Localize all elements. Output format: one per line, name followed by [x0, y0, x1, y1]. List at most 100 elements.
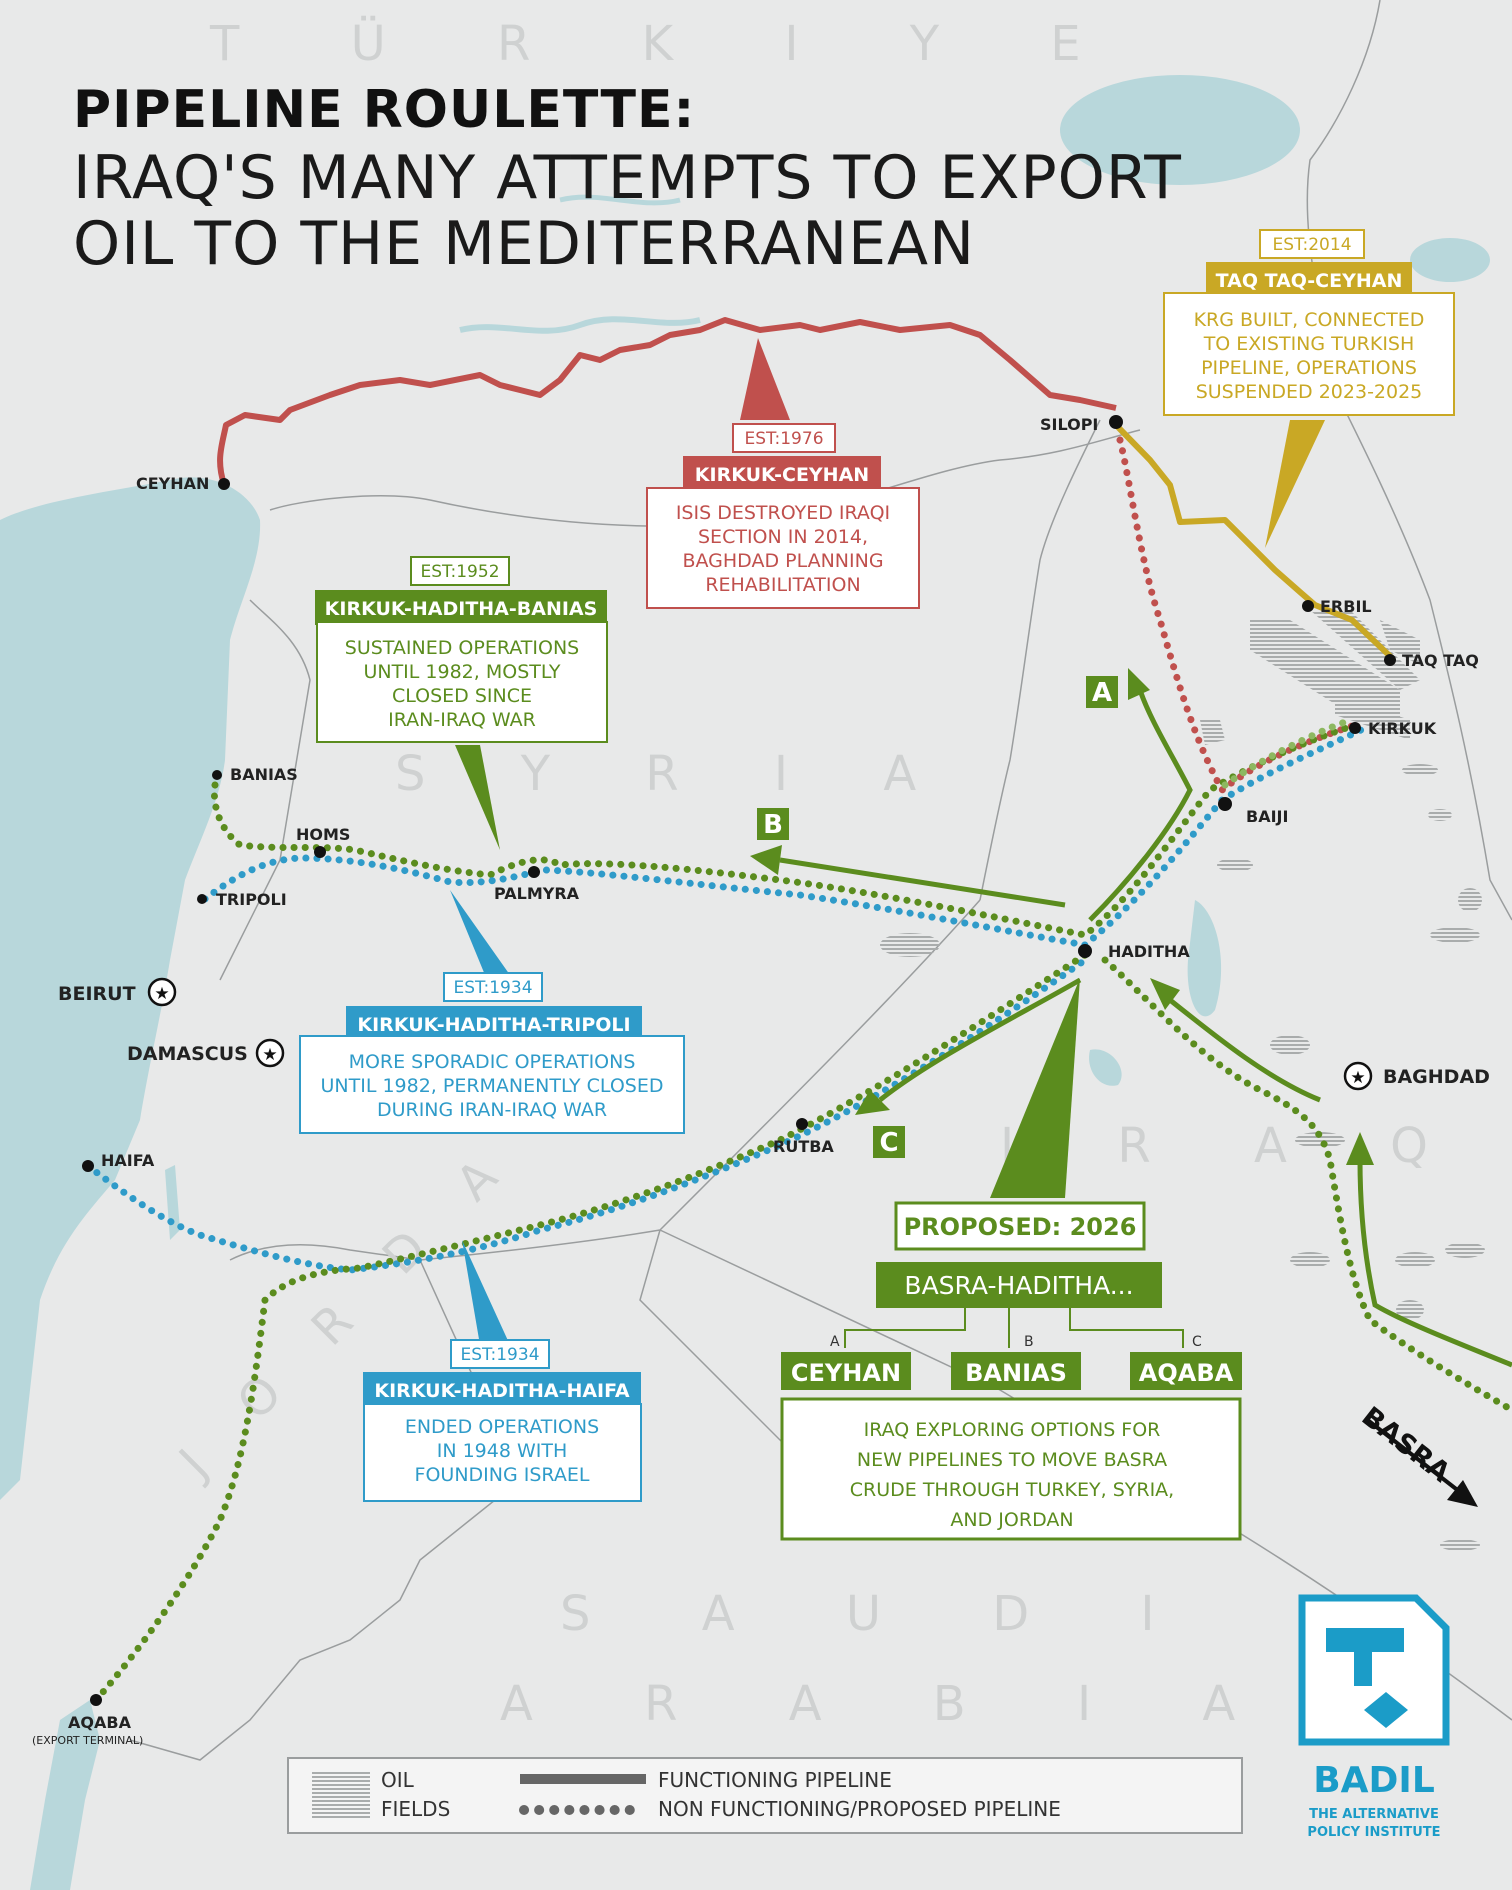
desc-kirkuk-ceyhan-2: SECTION IN 2014, [698, 526, 868, 548]
city-label-erbil: ERBIL [1320, 597, 1372, 616]
callout-pointer-haifa [462, 1240, 510, 1345]
pipeline-kirkuk-ceyhan-dotted [1116, 436, 1359, 796]
desc-taqtaq-4: SUSPENDED 2023-2025 [1196, 381, 1423, 403]
city-label-tripoli: TRIPOLI [216, 890, 287, 909]
city-dot-haditha [1078, 944, 1092, 958]
capital-damascus-icon [255, 1038, 285, 1068]
callout-banias: EST:1952 KIRKUK-HADITHA-BANIAS SUSTAINED… [315, 556, 608, 743]
desc-haifa-3: FOUNDING ISRAEL [415, 1464, 590, 1486]
city-dot-banias [212, 770, 222, 780]
city-label-aqaba: AQABA [68, 1713, 132, 1732]
arrow-route-basra-1-head [1150, 978, 1180, 1010]
route-marker-a: A [1086, 676, 1118, 708]
desc-tripoli-1: MORE SPORADIC OPERATIONS [349, 1051, 636, 1073]
svg-text:A: A [1092, 678, 1112, 708]
city-label-silopi: SILOPI [1040, 415, 1098, 434]
city-dot-ceyhan [218, 478, 230, 490]
desc-kirkuk-ceyhan-3: BAGHDAD PLANNING [682, 550, 883, 572]
callout-pointer-proposed [990, 978, 1080, 1198]
desc-taqtaq-1: KRG BUILT, CONNECTED [1194, 309, 1425, 331]
city-dot-haifa [82, 1160, 94, 1172]
arrow-route-a [1088, 689, 1193, 922]
pipeline-aqaba-proposed [92, 951, 1089, 1704]
desc-banias-4: IRAN-IRAQ WAR [388, 709, 536, 731]
route-marker-c: C [873, 1126, 905, 1158]
arrow-route-b [779, 857, 1066, 908]
badil-sub-1: THE ALTERNATIVE [1309, 1807, 1439, 1822]
city-label-damascus: DAMASCUS [127, 1043, 248, 1065]
proposed-option-b-letter: B [1024, 1334, 1034, 1350]
callout-pointer-taqtaq [1265, 420, 1325, 548]
desc-banias-1: SUSTAINED OPERATIONS [345, 637, 579, 659]
desc-tripoli-2: UNTIL 1982, PERMANENTLY CLOSED [320, 1075, 663, 1097]
est-banias: EST:1952 [420, 562, 499, 582]
pipeline-taqtaq-ceyhan [1113, 422, 1395, 661]
legend-oil-label-1: OIL [381, 1768, 415, 1792]
label-saudi: S A U D I [560, 1586, 1203, 1642]
badil-logo-icon [1298, 1594, 1450, 1746]
arrow-route-b-head [750, 845, 782, 875]
oil-fields [880, 610, 1485, 1551]
pipeline-basra-haditha-proposed [1101, 956, 1512, 1414]
label-arabia: A R A B I A [500, 1676, 1283, 1732]
city-dot-taqtaq [1384, 654, 1396, 666]
city-label-haifa: HAIFA [101, 1151, 155, 1170]
callout-pointer-kirkuk-ceyhan [740, 338, 790, 420]
callout-kirkuk-ceyhan: EST:1976 KIRKUK-CEYHAN ISIS DESTROYED IR… [646, 423, 920, 609]
mediterranean-sea [0, 477, 261, 1501]
city-label-beirut: BEIRUT [58, 983, 136, 1005]
arrow-route-c-head [855, 1090, 890, 1115]
star-icon: ★ [154, 984, 169, 1004]
proposed-option-banias: BANIAS [965, 1359, 1067, 1387]
city-label-haditha: HADITHA [1108, 942, 1190, 961]
desc-taqtaq-2: TO EXISTING TURKISH [1203, 333, 1415, 355]
badil-logo: BADIL THE ALTERNATIVE POLICY INSTITUTE [1298, 1594, 1450, 1840]
proposed-desc-1: IRAQ EXPLORING OPTIONS FOR [864, 1419, 1161, 1441]
route-marker-b: B [757, 808, 789, 840]
legend-nonfunctioning-label: NON FUNCTIONING/PROPOSED PIPELINE [658, 1797, 1061, 1821]
lake-van [1060, 75, 1300, 185]
legend-functioning-swatch [520, 1774, 646, 1784]
proposed-route-arrows [750, 668, 1512, 1368]
svg-text:C: C [879, 1128, 898, 1158]
title-line3: OIL TO THE MEDITERRANEAN [73, 209, 975, 279]
legend-functioning-label: FUNCTIONING PIPELINE [658, 1768, 892, 1792]
proposed-option-a-letter: A [830, 1334, 840, 1350]
callout-pointer-tripoli [450, 890, 510, 975]
arrow-route-basra-2-head [1346, 1132, 1374, 1165]
proposed-branch-lines [844, 1308, 1184, 1348]
desc-kirkuk-ceyhan-4: REHABILITATION [705, 574, 860, 596]
legend-oil-fields-swatch [312, 1772, 370, 1818]
city-dot-silopi [1109, 415, 1123, 429]
callout-pointer-banias [455, 745, 500, 850]
badil-name: BADIL [1313, 1760, 1435, 1801]
star-icon: ★ [262, 1045, 277, 1065]
proposed-desc-2: NEW PIPELINES TO MOVE BASRA [857, 1449, 1167, 1471]
proposed-label: PROPOSED: 2026 [904, 1213, 1137, 1241]
name-haifa: KIRKUK-HADITHA-HAIFA [374, 1380, 630, 1402]
badil-sub-2: POLICY INSTITUTE [1307, 1825, 1440, 1840]
city-label-taqtaq: TAQ TAQ [1402, 651, 1479, 670]
city-label-kirkuk: KIRKUK [1368, 719, 1437, 738]
capital-markers [147, 977, 1373, 1091]
city-dot-erbil [1302, 600, 1314, 612]
pipeline-haifa [84, 956, 1089, 1274]
desc-tripoli-3: DURING IRAN-IRAQ WAR [377, 1099, 607, 1121]
lake-ataturk [459, 316, 701, 334]
est-kirkuk-ceyhan: EST:1976 [744, 429, 823, 449]
callout-haifa: EST:1934 KIRKUK-HADITHA-HAIFA ENDED OPER… [363, 1339, 642, 1502]
city-label-palmyra: PALMYRA [494, 884, 580, 903]
city-dot-homs [314, 846, 326, 858]
label-iraq: I R A Q [1000, 1118, 1472, 1174]
pipeline-banias [210, 721, 1359, 939]
est-tripoli: EST:1934 [453, 978, 532, 998]
city-dot-kirkuk [1349, 722, 1361, 734]
legend: OIL FIELDS FUNCTIONING PIPELINE NON FUNC… [287, 1757, 1243, 1834]
city-dot-baiji [1218, 797, 1232, 811]
red-sea [30, 1700, 100, 1890]
desc-haifa-1: ENDED OPERATIONS [405, 1416, 599, 1438]
pipeline-kirkuk-ceyhan-functioning [217, 317, 1117, 485]
title-line2: IRAQ'S MANY ATTEMPTS TO EXPORT [73, 143, 1182, 213]
city-dot-rutba [796, 1118, 808, 1130]
city-dot-tripoli [197, 894, 207, 904]
